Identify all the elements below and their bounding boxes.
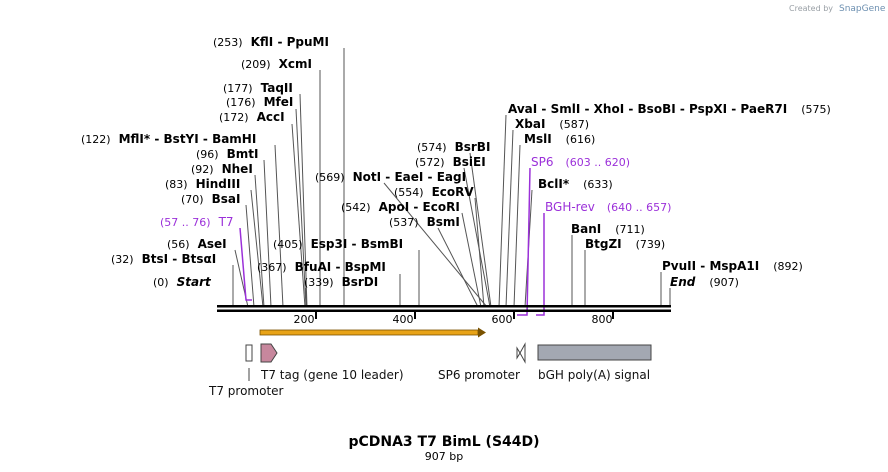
enzyme-site-label: BanI(711) — [571, 222, 645, 236]
enzyme-site-label: End(907) — [670, 275, 739, 289]
enzyme-site-label: (209)XcmI — [241, 57, 312, 71]
feature-sp6-promoter-tip — [516, 346, 521, 360]
dna-backbone-top — [217, 305, 671, 308]
enzyme-site-label: (96)BmtI — [196, 147, 258, 161]
feature-label-t7-tag: T7 tag (gene 10 leader) — [260, 368, 404, 382]
enzyme-site-label: (569)NotI - EaeI - EagI — [315, 170, 466, 184]
enzyme-site-label: (367)BfuAI - BspMI — [257, 260, 386, 274]
enzyme-site-label: (70)BsaI — [181, 192, 240, 206]
dna-backbone-bottom — [217, 309, 671, 312]
enzyme-labels: (253)KflI - PpuMI (209)XcmI (177)TaqII (… — [81, 35, 831, 289]
ruler: 200 400 600 800 — [294, 312, 614, 326]
map-title: pCDNA3 T7 BimL (S44D) — [348, 434, 539, 450]
feature-t7-tag — [260, 343, 278, 363]
enzyme-site-label: BclI*(633) — [538, 177, 613, 191]
feature-t7-promoter — [245, 344, 253, 362]
primer-label-t7: (57 .. 76)T7 — [160, 215, 234, 229]
ruler-tick-label: 400 — [393, 313, 414, 326]
created-by-label: Created by — [789, 4, 833, 13]
enzyme-site-label: BtgZI(739) — [585, 237, 665, 251]
enzyme-site-label: (574)BsrBI — [417, 140, 490, 154]
enzyme-site-label: (572)BsiEI — [415, 155, 486, 169]
ruler-tick-label: 600 — [492, 313, 513, 326]
enzyme-site-label: (405)Esp3I - BsmBI — [273, 237, 403, 251]
map-length: 907 bp — [425, 450, 463, 463]
enzyme-site-label: (177)TaqII — [223, 81, 293, 95]
enzyme-site-label: (0)Start — [153, 275, 212, 289]
feature-bgh-polya — [537, 344, 652, 361]
enzyme-site-label: (32)BtsI - BtsαI — [111, 252, 216, 266]
primers: (57 .. 76)T7 SP6(603 .. 620) BGH-rev(640… — [160, 155, 671, 316]
enzyme-site-label: (122)MflI* - BstYI - BamHI — [81, 132, 256, 146]
primer-label-sp6: SP6(603 .. 620) — [531, 155, 630, 169]
enzyme-site-label: (542)ApoI - EcoRI — [341, 200, 460, 214]
orf-arrow — [259, 327, 486, 338]
primer-t7-arrow — [239, 227, 252, 301]
enzyme-site-label: (176)MfeI — [226, 95, 293, 109]
orf-arrowhead — [478, 327, 486, 338]
snapgene-logo: SnapGene — [839, 4, 886, 14]
feature-label-t7-promoter: T7 promoter — [208, 384, 284, 398]
ruler-tick-label: 800 — [592, 313, 613, 326]
primer-bgh-rev-arrow — [536, 213, 545, 316]
enzyme-site-label: (537)BsmI — [389, 215, 460, 229]
enzyme-site-label: AvaI - SmlI - XhoI - BsoBI - PspXI - Pae… — [508, 102, 831, 116]
feature-sp6-promoter — [519, 342, 526, 364]
primer-label-bgh-rev: BGH-rev(640 .. 657) — [545, 200, 671, 214]
enzyme-site-label: PvuII - MspA1I(892) — [662, 259, 803, 273]
features: T7 promoter T7 tag (gene 10 leader) SP6 … — [208, 342, 652, 398]
enzyme-site-label: (56)AseI — [167, 237, 227, 251]
enzyme-site-label: (554)EcoRV — [394, 185, 474, 199]
enzyme-site-label: (92)NheI — [191, 162, 253, 176]
primer-sp6-arrow — [517, 167, 531, 316]
enzyme-site-label: XbaI(587) — [515, 117, 589, 131]
enzyme-site-label: MslI(616) — [524, 132, 595, 146]
orf-bar — [259, 329, 479, 336]
enzyme-site-label: (172)AccI — [219, 110, 285, 124]
enzyme-site-label: (253)KflI - PpuMI — [213, 35, 329, 49]
enzyme-site-label: (339)BsrDI — [304, 275, 378, 289]
feature-label-bgh-polya: bGH poly(A) signal — [538, 368, 650, 382]
ruler-tick-label: 200 — [294, 313, 315, 326]
enzyme-site-label: (83)HindIII — [165, 177, 240, 191]
feature-label-sp6-promoter: SP6 promoter — [438, 368, 520, 382]
